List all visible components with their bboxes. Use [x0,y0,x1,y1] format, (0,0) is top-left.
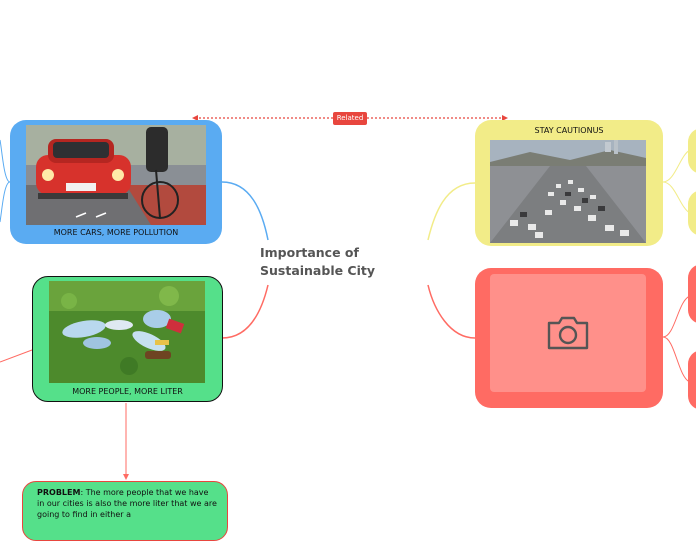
connector-cars [221,181,269,241]
connector-camera-right-2 [662,336,691,383]
camera-icon [545,314,591,352]
connector-cars-left [0,139,11,183]
node-stay-cautious-label: STAY CAUTIONUS [534,126,604,135]
connector-camera-right-1 [662,295,691,338]
problem-heading: PROBLEM [37,488,81,497]
cautious-child-2[interactable] [688,190,696,236]
connector-camera [427,284,476,339]
image-placeholder [490,274,646,392]
connector-cars-left-2 [0,181,11,223]
connector-cautious-right-2 [662,181,691,214]
problem-note[interactable]: PROBLEM: The more people that we have in… [22,481,228,541]
related-arrowhead-right [502,115,508,121]
node-more-cars[interactable]: MORE CARS, MORE POLLUTION [10,120,222,244]
connector-people [221,284,269,339]
camera-child-1[interactable] [688,264,696,324]
cautious-child-1[interactable] [688,128,696,174]
connector-cautious [427,182,476,241]
related-label[interactable]: Related [333,112,367,125]
litter-grass-image [49,281,205,383]
node-more-cars-label: MORE CARS, MORE POLLUTION [53,228,179,237]
camera-child-2[interactable] [688,350,696,410]
node-stay-cautious[interactable]: STAY CAUTIONUS [475,120,663,246]
node-more-people[interactable]: MORE PEOPLE, MORE LITER [32,276,223,402]
connector-people-left [0,349,33,363]
central-topic[interactable]: Importance of Sustainable City [260,245,376,278]
related-arrowhead-left [192,115,198,121]
connector-cautious-right-1 [662,149,691,183]
problem-text: : The more people that we have in our ci… [37,488,217,519]
connector-lines [0,115,691,480]
car-cyclist-image [26,125,206,225]
traffic-jam-image [490,140,646,243]
problem-arrowhead [123,474,129,480]
node-camera[interactable] [475,268,663,408]
node-more-people-label: MORE PEOPLE, MORE LITER [72,387,183,396]
